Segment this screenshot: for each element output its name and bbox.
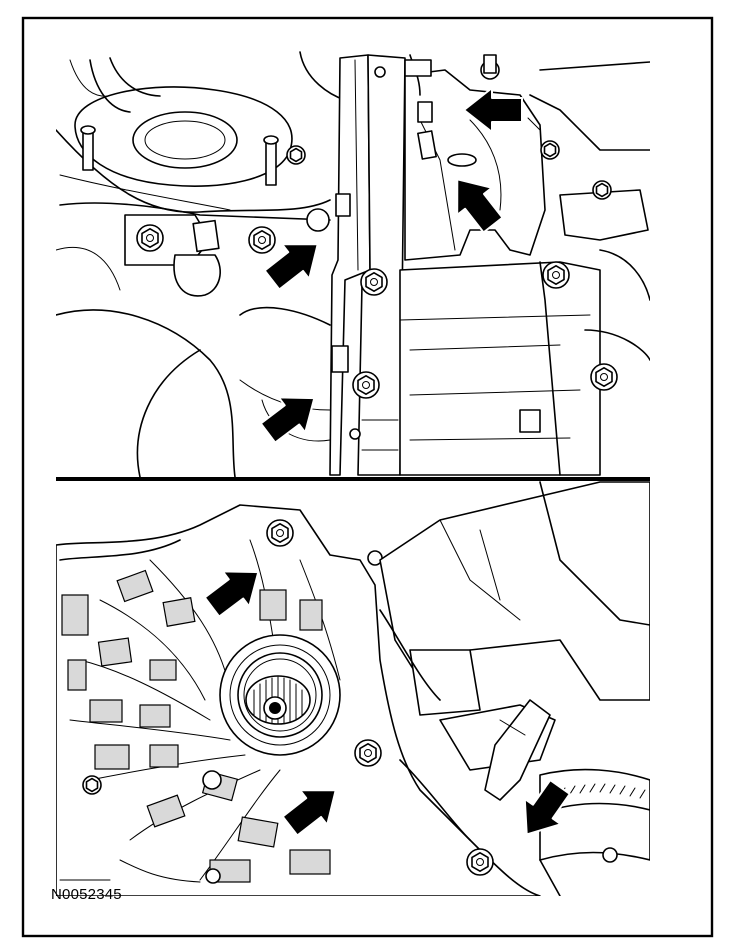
arrow-low-2 — [281, 789, 337, 837]
arrow-up-1 — [263, 243, 319, 291]
arrow-up-4 — [456, 178, 504, 234]
arrow-low-1 — [203, 570, 260, 618]
upper-panel-drawing — [56, 51, 650, 477]
lower-arrows — [203, 570, 571, 837]
outer-frame — [21, 16, 714, 938]
lower-panel-drawing — [56, 481, 650, 896]
figure-code: N0052345 — [51, 886, 122, 903]
upper-arrows — [259, 87, 523, 444]
arrow-low-3 — [523, 779, 571, 836]
arrow-up-2 — [259, 396, 316, 444]
arrow-up-3 — [463, 87, 523, 133]
